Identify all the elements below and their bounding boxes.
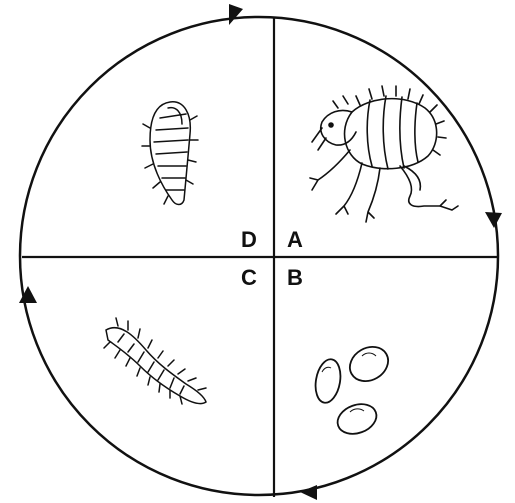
arrowhead-right-icon <box>485 212 502 228</box>
quadrant-label-d: D <box>241 227 257 252</box>
quadrant-label-a: A <box>287 227 303 252</box>
quadrant-label-c: C <box>241 265 257 290</box>
flea-eggs-icon <box>312 340 394 439</box>
arrowhead-bottom-icon <box>300 485 317 500</box>
arrowhead-top-icon <box>229 4 243 25</box>
quadrant-label-b: B <box>287 265 303 290</box>
flea-larva-icon <box>104 318 206 404</box>
adult-flea-icon <box>310 86 458 222</box>
flea-pupa-icon <box>142 102 198 205</box>
